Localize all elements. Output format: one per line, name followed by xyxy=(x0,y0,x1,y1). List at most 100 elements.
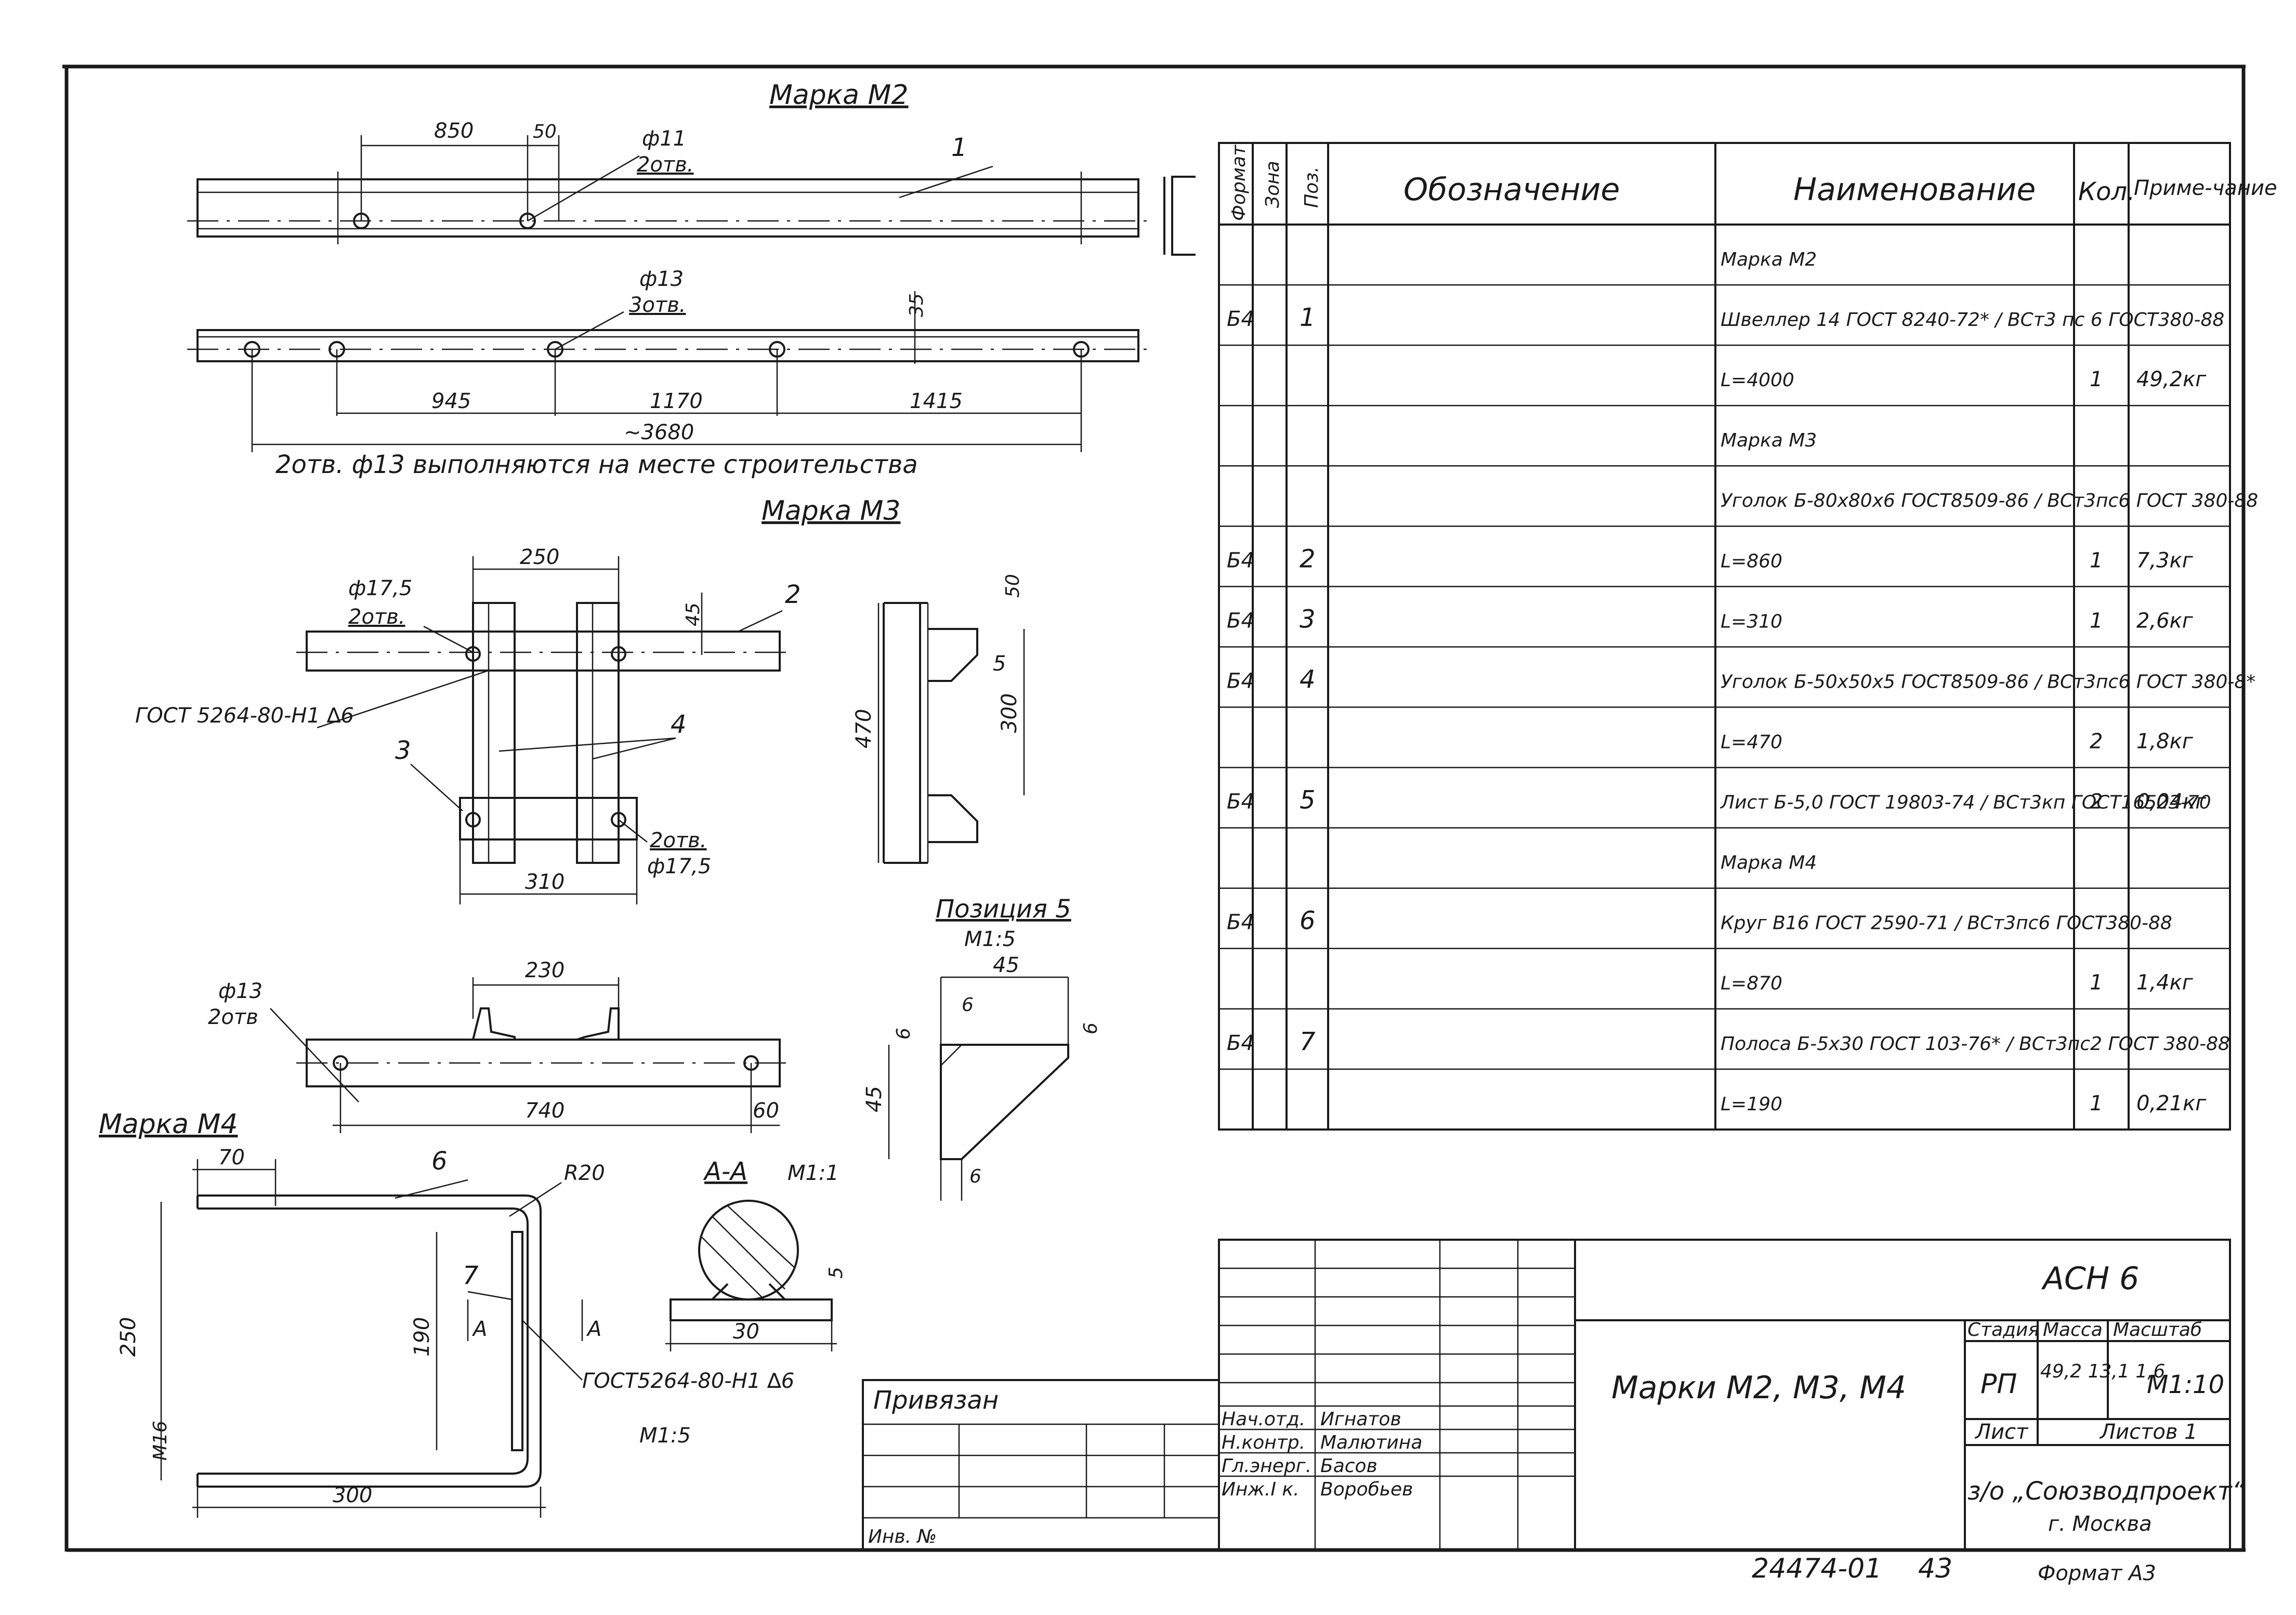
m3-dim-60: 60 xyxy=(753,1099,779,1123)
pos5-dim-45v: 45 xyxy=(862,1086,886,1112)
m3-dim-740: 740 xyxy=(525,1099,565,1123)
m4-pos-6: 6 xyxy=(431,1147,448,1176)
m2-dim-850: 850 xyxy=(434,119,474,143)
spec-cell-pos: 3 xyxy=(1300,605,1316,634)
marka-m4-drawing: Марка М4 70 6 R20 250 7 190 A A ГОСТ5264… xyxy=(99,1109,794,1518)
spec-cell-note: 49,2кг xyxy=(2136,367,2207,391)
m4-gost: ГОСТ5264-80-Н1 ∆6 xyxy=(582,1369,794,1393)
mass-label: Масса xyxy=(2043,1319,2103,1341)
spec-header-qty: Кол. xyxy=(2078,177,2135,206)
spec-cell-name: L=470 xyxy=(1721,731,1782,753)
spec-cell-qty: 1 xyxy=(2090,548,2103,572)
role-label: Инж.I к. xyxy=(1222,1479,1300,1500)
section-scale: М1:1 xyxy=(788,1161,839,1185)
m2-note: 2отв. ф13 выполняются на месте строитель… xyxy=(275,450,918,479)
pos5-dim-6c: 6 xyxy=(1080,1022,1101,1034)
spec-cell-name: Лист Б-5,0 ГОСТ 19803-74 / ВСт3кп ГОСТ16… xyxy=(1720,792,2211,813)
spec-cell-pos: 7 xyxy=(1300,1027,1316,1056)
m4-title: Марка М4 xyxy=(99,1109,238,1140)
spec-header-pos: Поз. xyxy=(1301,166,1322,208)
section-dim-5: 5 xyxy=(825,1267,847,1279)
m2-dim-35: 35 xyxy=(906,293,927,317)
org-city: г. Москва xyxy=(2048,1512,2152,1536)
spec-cell-name: Уголок Б-50х50х5 ГОСТ8509-86 / ВСт3пс6 Г… xyxy=(1721,671,2255,692)
m3-dim-310: 310 xyxy=(525,870,565,894)
marka-m3-drawing: Марка М3 250 ф17,5 2отв. 45 2 ГОСТ 5264-… xyxy=(135,495,1025,1133)
m4-m16: М16 xyxy=(150,1421,171,1461)
spec-header-format: Формат xyxy=(1228,145,1250,221)
role-name: Воробьев xyxy=(1320,1479,1413,1500)
inv-label: Инв. № xyxy=(868,1526,937,1547)
m4-pos-7: 7 xyxy=(463,1261,479,1290)
spec-cell-format: Б4 xyxy=(1227,1031,1254,1055)
spec-cell-name: Круг В16 ГОСТ 2590-71 / ВСт3пс6 ГОСТ380-… xyxy=(1721,913,2172,934)
section-title: А-А xyxy=(703,1157,747,1186)
pos5-title: Позиция 5 xyxy=(936,895,1071,924)
role-label: Нач.отд. xyxy=(1222,1409,1305,1430)
m2-holes-2: 2отв. xyxy=(637,153,694,177)
m2-dim-945: 945 xyxy=(431,389,471,413)
specification-table: Формат Зона Поз. Обозначение Наименовани… xyxy=(1218,142,2277,1131)
spec-cell-name: Швеллер 14 ГОСТ 8240-72* / ВСт3 пс 6 ГОС… xyxy=(1721,309,2224,331)
spec-cell-format: Б4 xyxy=(1227,790,1254,814)
spec-cell-format: Б4 xyxy=(1227,911,1254,935)
spec-cell-note: 7,3кг xyxy=(2136,548,2194,572)
spec-cell-qty: 2 xyxy=(2090,729,2103,753)
spec-cell-name: L=310 xyxy=(1721,611,1782,632)
m3-holes-2c: 2отв xyxy=(208,1005,258,1029)
spec-cell-pos: 6 xyxy=(1300,907,1316,936)
m2-hole-13: ф13 xyxy=(639,267,684,291)
spec-header-note: Приме-чание xyxy=(2134,176,2277,200)
role-name: Игнатов xyxy=(1320,1409,1401,1430)
spec-cell-name: L=190 xyxy=(1721,1094,1782,1115)
section-a-a: А-А М1:1 5 30 xyxy=(665,1157,847,1351)
m3-holes-2b: 2отв. xyxy=(650,829,707,852)
m4-dim-300: 300 xyxy=(333,1483,372,1507)
spec-cell-format: Б4 xyxy=(1227,609,1254,633)
drawing-title: Марки М2, М3, М4 xyxy=(1611,1370,1906,1406)
marka-m2-drawing: Марка М2 850 50 ф11 2отв. 1 ф13 3отв. xyxy=(187,80,1196,479)
m3-dim-300: 300 xyxy=(998,693,1021,733)
spec-cell-pos: 4 xyxy=(1300,665,1316,694)
m4-dim-250: 250 xyxy=(116,1317,140,1357)
page-number: 43 xyxy=(1918,1553,1952,1584)
spec-cell-qty: 1 xyxy=(2090,971,2103,995)
m2-title: Марка М2 xyxy=(769,80,909,111)
spec-cell-name: Полоса Б-5х30 ГОСТ 103-76* / ВСт3пс2 ГОС… xyxy=(1721,1033,2230,1055)
m2-dim-3680: ~3680 xyxy=(624,421,694,444)
stage-label: Стадия xyxy=(1967,1319,2039,1341)
m3-pos-4: 4 xyxy=(671,710,687,739)
section-dim-30: 30 xyxy=(733,1320,759,1344)
role-label: Н.контр. xyxy=(1222,1432,1305,1453)
m2-dim-1415: 1415 xyxy=(910,389,963,413)
spec-cell-format: Б4 xyxy=(1227,307,1254,331)
m3-hole-13: ф13 xyxy=(218,979,263,1003)
role-name: Малютина xyxy=(1320,1432,1422,1453)
privyazan-label: Привязан xyxy=(873,1386,999,1415)
m4-dim-190: 190 xyxy=(410,1317,434,1357)
title-block: Привязан Инв. № АСН 6 Марки М2, М3, М4 С… xyxy=(862,1239,2246,1551)
spec-cell-note: 0,04кг xyxy=(2136,790,2207,814)
spec-cell-qty: 1 xyxy=(2090,609,2103,633)
drawing-code: АСН 6 xyxy=(2041,1261,2139,1297)
spec-cell-name: Марка М4 xyxy=(1721,852,1817,874)
m3-dim-250: 250 xyxy=(520,545,559,569)
m2-dim-50: 50 xyxy=(533,121,557,142)
m4-dim-70: 70 xyxy=(218,1146,245,1170)
format-label: Формат А3 xyxy=(2038,1561,2156,1585)
m3-dim-45: 45 xyxy=(683,602,704,626)
m3-hole-175: ф17,5 xyxy=(348,576,412,600)
spec-header-zone: Зона xyxy=(1262,161,1283,208)
scale-label: Масштаб xyxy=(2113,1319,2202,1341)
m3-dim-50: 50 xyxy=(1002,574,1024,598)
m3-dim-230: 230 xyxy=(525,959,565,982)
spec-cell-qty: 2 xyxy=(2090,790,2103,814)
spec-cell-pos: 1 xyxy=(1300,303,1316,332)
m2-holes-3: 3отв. xyxy=(629,293,686,317)
m3-pos-3: 3 xyxy=(395,736,411,765)
pos5-dim-6a: 6 xyxy=(962,994,974,1016)
spec-header-name: Наименование xyxy=(1793,172,2036,208)
stage-value: РП xyxy=(1980,1369,2017,1400)
spec-cell-note: 2,6кг xyxy=(2136,609,2194,633)
spec-header-designation: Обозначение xyxy=(1403,172,1620,208)
